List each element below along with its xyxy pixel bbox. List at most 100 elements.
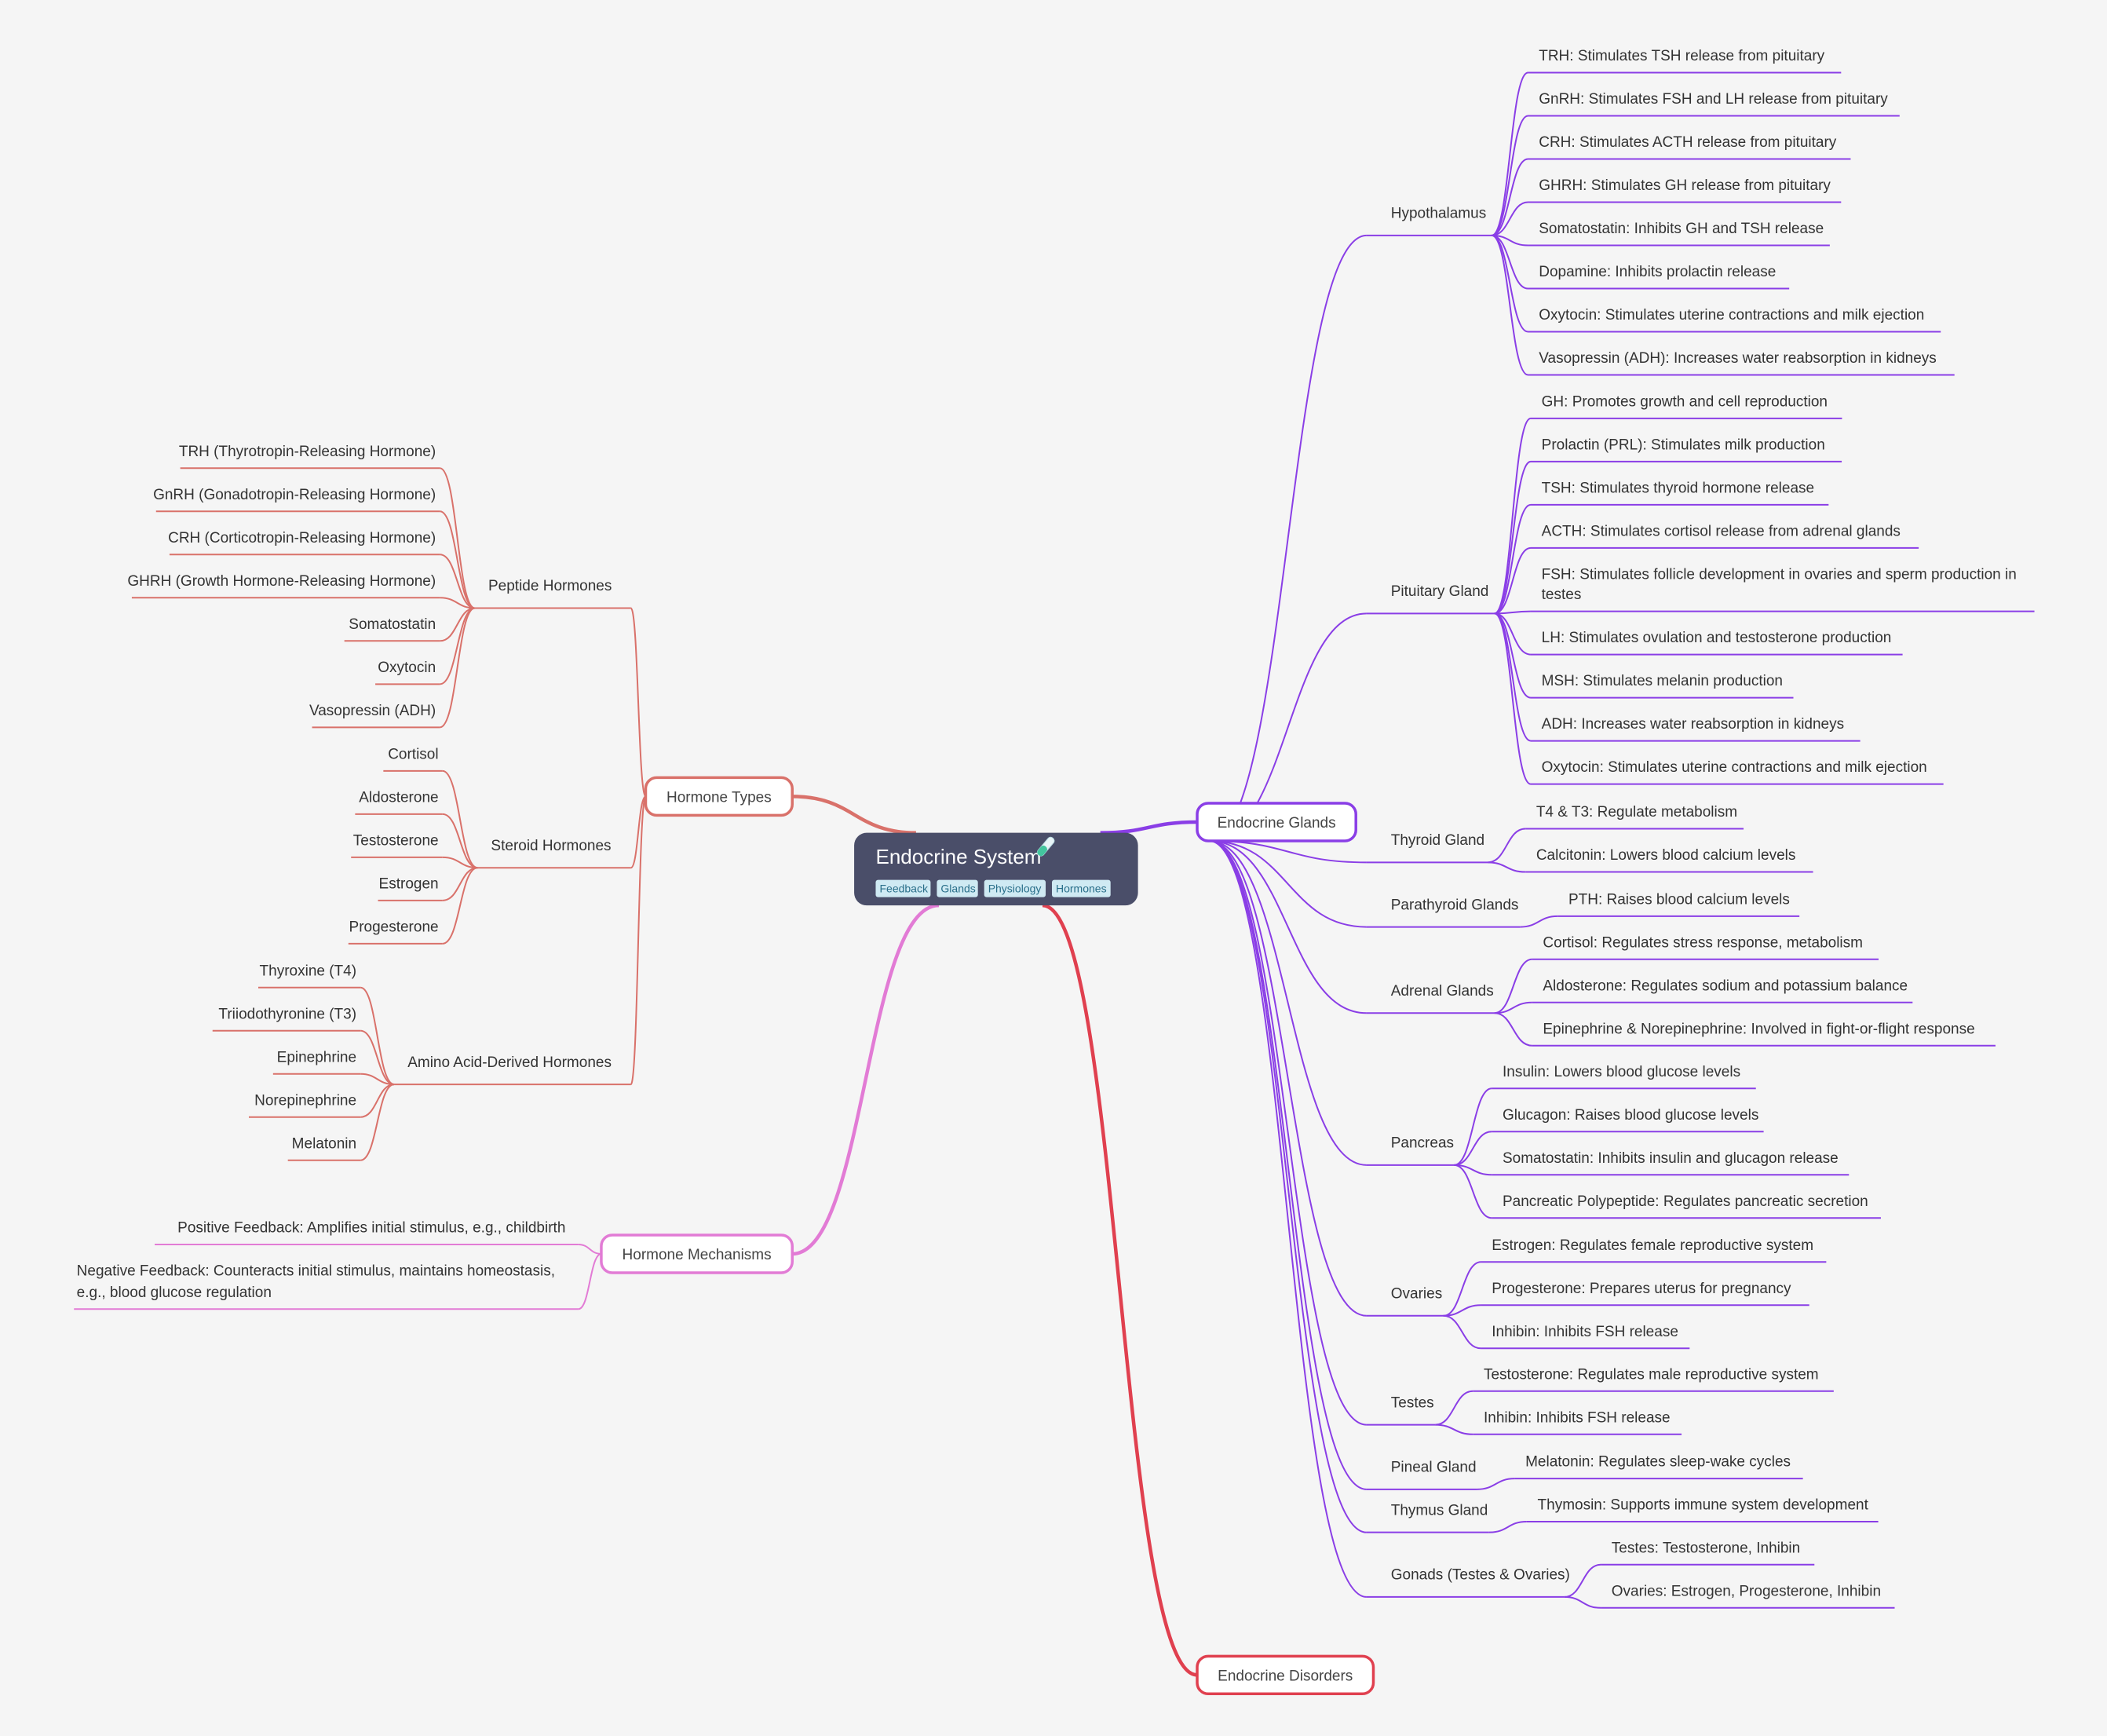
- leaf-melatonin-regulates-sleep-wake-cycles[interactable]: Melatonin: Regulates sleep-wake cycles: [1525, 1454, 1791, 1471]
- leaf-aldosterone-regulates-sodium-and-potassium-balance[interactable]: Aldosterone: Regulates sodium and potass…: [1543, 978, 1908, 994]
- link-endocrine-glands-ovaries: [1209, 839, 1367, 1317]
- link-endocrine-glands-hypothalamus: [1209, 234, 1367, 842]
- leaf-gnrh-stimulates-fsh-and-lh-release-from-pituitary[interactable]: GnRH: Stimulates FSH and LH release from…: [1539, 91, 1888, 108]
- link-pancreas-item: [1454, 1164, 1492, 1219]
- leaf-testosterone-regulates-male-reproductive-system[interactable]: Testosterone: Regulates male reproductiv…: [1484, 1366, 1819, 1383]
- tag-feedback[interactable]: [875, 879, 931, 897]
- leaf-cortisol[interactable]: Cortisol: [388, 746, 438, 762]
- leaf-ghrh-stimulates-gh-release-from-pituitary[interactable]: GHRH: Stimulates GH release from pituita…: [1539, 177, 1831, 194]
- pituitary-gland-node[interactable]: Pituitary Gland: [1391, 583, 1489, 600]
- leaf-oxytocin-stimulates-uterine-contractions-and-milk-ejection[interactable]: Oxytocin: Stimulates uterine contraction…: [1542, 759, 1927, 776]
- leaf-ovaries-estrogen-progesterone-inhibin[interactable]: Ovaries: Estrogen, Progesterone, Inhibin: [1612, 1583, 1881, 1599]
- leaf-continuation[interactable]: testes: [1542, 587, 1582, 603]
- tag-glands[interactable]: [937, 879, 978, 897]
- leaf-crh-stimulates-acth-release-from-pituitary[interactable]: CRH: Stimulates ACTH release from pituit…: [1539, 134, 1837, 151]
- link-endocrine-glands-testes: [1209, 839, 1367, 1426]
- leaf-norepinephrine[interactable]: Norepinephrine: [254, 1092, 356, 1109]
- leaf-epinephrine[interactable]: Epinephrine: [277, 1049, 356, 1065]
- leaf-vasopressin-adh-increases-water-reabsorption-in-kidneys[interactable]: Vasopressin (ADH): Increases water reabs…: [1539, 350, 1937, 367]
- link-steroid-item: [442, 867, 478, 901]
- parathyroid-glands-node[interactable]: Parathyroid Glands: [1391, 897, 1519, 913]
- leaf-progesterone-prepares-uterus-for-pregnancy[interactable]: Progesterone: Prepares uterus for pregna…: [1492, 1281, 1791, 1297]
- leaf-insulin-lowers-blood-glucose-levels[interactable]: Insulin: Lowers blood glucose levels: [1503, 1064, 1740, 1080]
- leaf-oxytocin[interactable]: Oxytocin: [378, 660, 436, 676]
- leaf-epinephrine-norepinephrine-involved-in-fight-or-flight-response[interactable]: Epinephrine & Norepinephrine: Involved i…: [1543, 1021, 1974, 1037]
- leaf-progesterone[interactable]: Progesterone: [349, 919, 439, 935]
- link-pituitary-item: [1494, 612, 1532, 699]
- link-steroid-item: [442, 856, 478, 869]
- link-peptide-item: [440, 607, 475, 642]
- pineal-gland-node[interactable]: Pineal Gland: [1391, 1460, 1477, 1476]
- mechanism-text[interactable]: e.g., blood glucose regulation: [77, 1285, 272, 1301]
- leaf-calcitonin-lowers-blood-calcium-levels[interactable]: Calcitonin: Lowers blood calcium levels: [1536, 847, 1796, 864]
- leaf-melatonin[interactable]: Melatonin: [292, 1135, 356, 1152]
- leaf-crh-corticotropin-releasing-hormone[interactable]: CRH (Corticotropin-Releasing Hormone): [168, 530, 436, 546]
- leaf-somatostatin-inhibits-gh-and-tsh-release[interactable]: Somatostatin: Inhibits GH and TSH releas…: [1539, 221, 1824, 237]
- leaf-adh-increases-water-reabsorption-in-kidneys[interactable]: ADH: Increases water reabsorption in kid…: [1542, 716, 1844, 733]
- mechanism-text[interactable]: Positive Feedback: Amplifies initial sti…: [177, 1220, 565, 1237]
- link-adrenal-item: [1494, 1001, 1532, 1014]
- mechanism-text[interactable]: Negative Feedback: Counteracts initial s…: [77, 1263, 555, 1279]
- leaf-trh-thyrotropin-releasing-hormone[interactable]: TRH (Thyrotropin-Releasing Hormone): [179, 444, 436, 460]
- leaf-trh-stimulates-tsh-release-from-pituitary[interactable]: TRH: Stimulates TSH release from pituita…: [1539, 48, 1824, 64]
- hypothalamus-node[interactable]: Hypothalamus: [1391, 206, 1486, 222]
- steroid-hormones-node[interactable]: Steroid Hormones: [491, 838, 611, 854]
- gonads-testes-ovaries-node[interactable]: Gonads (Testes & Ovaries): [1391, 1567, 1570, 1584]
- leaf-estrogen[interactable]: Estrogen: [379, 875, 439, 892]
- link-root-hormone-mechanisms: [792, 903, 940, 1256]
- endocrine-glands-node[interactable]: [1196, 802, 1357, 842]
- tag-hormones[interactable]: [1052, 879, 1111, 897]
- link-amino-item: [360, 1084, 395, 1118]
- leaf-t4-t3-regulate-metabolism[interactable]: T4 & T3: Regulate metabolism: [1536, 804, 1737, 820]
- leaf-dopamine-inhibits-prolactin-release[interactable]: Dopamine: Inhibits prolactin release: [1539, 264, 1776, 280]
- leaf-thymosin-supports-immune-system-development[interactable]: Thymosin: Supports immune system develop…: [1538, 1497, 1869, 1514]
- leaf-acth-stimulates-cortisol-release-from-adrenal-glands[interactable]: ACTH: Stimulates cortisol release from a…: [1542, 523, 1901, 539]
- amino-acid-derived-hormones-node[interactable]: Amino Acid-Derived Hormones: [407, 1054, 612, 1071]
- leaf-estrogen-regulates-female-reproductive-system[interactable]: Estrogen: Regulates female reproductive …: [1492, 1237, 1813, 1254]
- leaf-glucagon-raises-blood-glucose-levels[interactable]: Glucagon: Raises blood glucose levels: [1503, 1107, 1758, 1124]
- leaf-lh-stimulates-ovulation-and-testosterone-production[interactable]: LH: Stimulates ovulation and testosteron…: [1542, 630, 1892, 646]
- endocrine-disorders-node[interactable]: [1196, 1654, 1375, 1696]
- peptide-hormones-node[interactable]: Peptide Hormones: [488, 578, 612, 594]
- leaf-cortisol-regulates-stress-response-metabolism[interactable]: Cortisol: Regulates stress response, met…: [1543, 934, 1863, 951]
- leaf-pancreatic-polypeptide-regulates-pancreatic-secretion[interactable]: Pancreatic Polypeptide: Regulates pancre…: [1503, 1193, 1868, 1210]
- link-gonads-item: [1564, 1595, 1601, 1609]
- adrenal-glands-node[interactable]: Adrenal Glands: [1391, 983, 1494, 1000]
- link-amino-item: [360, 1084, 395, 1161]
- leaf-gh-promotes-growth-and-cell-reproduction[interactable]: GH: Promotes growth and cell reproductio…: [1542, 393, 1828, 410]
- tag-physiology[interactable]: [984, 879, 1046, 897]
- leaf-testes-testosterone-inhibin[interactable]: Testes: Testosterone, Inhibin: [1612, 1540, 1800, 1556]
- hormone-types-node[interactable]: [644, 776, 794, 817]
- leaf-gnrh-gonadotropin-releasing-hormone[interactable]: GnRH (Gonadotropin-Releasing Hormone): [153, 487, 436, 503]
- leaf-ghrh-growth-hormone-releasing-hormone[interactable]: GHRH (Growth Hormone-Releasing Hormone): [127, 573, 436, 590]
- link-ovaries-item: [1443, 1261, 1481, 1317]
- endocrine-disorders-node-label: Endocrine Disorders: [1218, 1668, 1353, 1684]
- pancreas-node[interactable]: Pancreas: [1391, 1135, 1454, 1152]
- link-testes-item: [1435, 1424, 1473, 1435]
- link-pituitary-item: [1494, 417, 1532, 615]
- leaf-pth-raises-blood-calcium-levels[interactable]: PTH: Raises blood calcium levels: [1568, 891, 1790, 908]
- leaf-triiodothyronine-t3[interactable]: Triiodothyronine (T3): [218, 1006, 356, 1022]
- leaf-msh-stimulates-melanin-production[interactable]: MSH: Stimulates melanin production: [1542, 673, 1783, 689]
- link-testes-item: [1435, 1390, 1473, 1426]
- leaf-vasopressin-adh[interactable]: Vasopressin (ADH): [309, 703, 436, 719]
- leaf-aldosterone[interactable]: Aldosterone: [359, 789, 438, 806]
- leaf-oxytocin-stimulates-uterine-contractions-and-milk-ejection[interactable]: Oxytocin: Stimulates uterine contraction…: [1539, 307, 1924, 323]
- leaf-somatostatin-inhibits-insulin-and-glucagon-release[interactable]: Somatostatin: Inhibits insulin and gluca…: [1503, 1150, 1839, 1167]
- link-hormone-types-peptide: [630, 607, 647, 798]
- hormone-mechanisms-node-label: Hormone Mechanisms: [623, 1247, 772, 1263]
- thyroid-gland-node[interactable]: Thyroid Gland: [1391, 832, 1484, 849]
- leaf-fsh-stimulates-follicle-development-in-ovaries-and-sperm-production-in[interactable]: FSH: Stimulates follicle development in …: [1542, 566, 2017, 583]
- leaf-prolactin-prl-stimulates-milk-production[interactable]: Prolactin (PRL): Stimulates milk product…: [1542, 437, 1825, 453]
- hormone-mechanisms-node[interactable]: [600, 1233, 794, 1274]
- leaf-tsh-stimulates-thyroid-hormone-release[interactable]: TSH: Stimulates thyroid hormone release: [1542, 480, 1814, 496]
- thymus-gland-node[interactable]: Thymus Gland: [1391, 1502, 1488, 1519]
- leaf-inhibin-inhibits-fsh-release[interactable]: Inhibin: Inhibits FSH release: [1492, 1324, 1678, 1340]
- leaf-thyroxine-t4[interactable]: Thyroxine (T4): [260, 963, 357, 979]
- link-hypothalamus-item: [1491, 234, 1528, 376]
- leaf-somatostatin[interactable]: Somatostatin: [349, 616, 436, 633]
- leaf-testosterone[interactable]: Testosterone: [353, 832, 439, 849]
- leaf-inhibin-inhibits-fsh-release[interactable]: Inhibin: Inhibits FSH release: [1484, 1409, 1671, 1426]
- ovaries-node[interactable]: Ovaries: [1391, 1286, 1442, 1303]
- testes-node[interactable]: Testes: [1391, 1394, 1434, 1411]
